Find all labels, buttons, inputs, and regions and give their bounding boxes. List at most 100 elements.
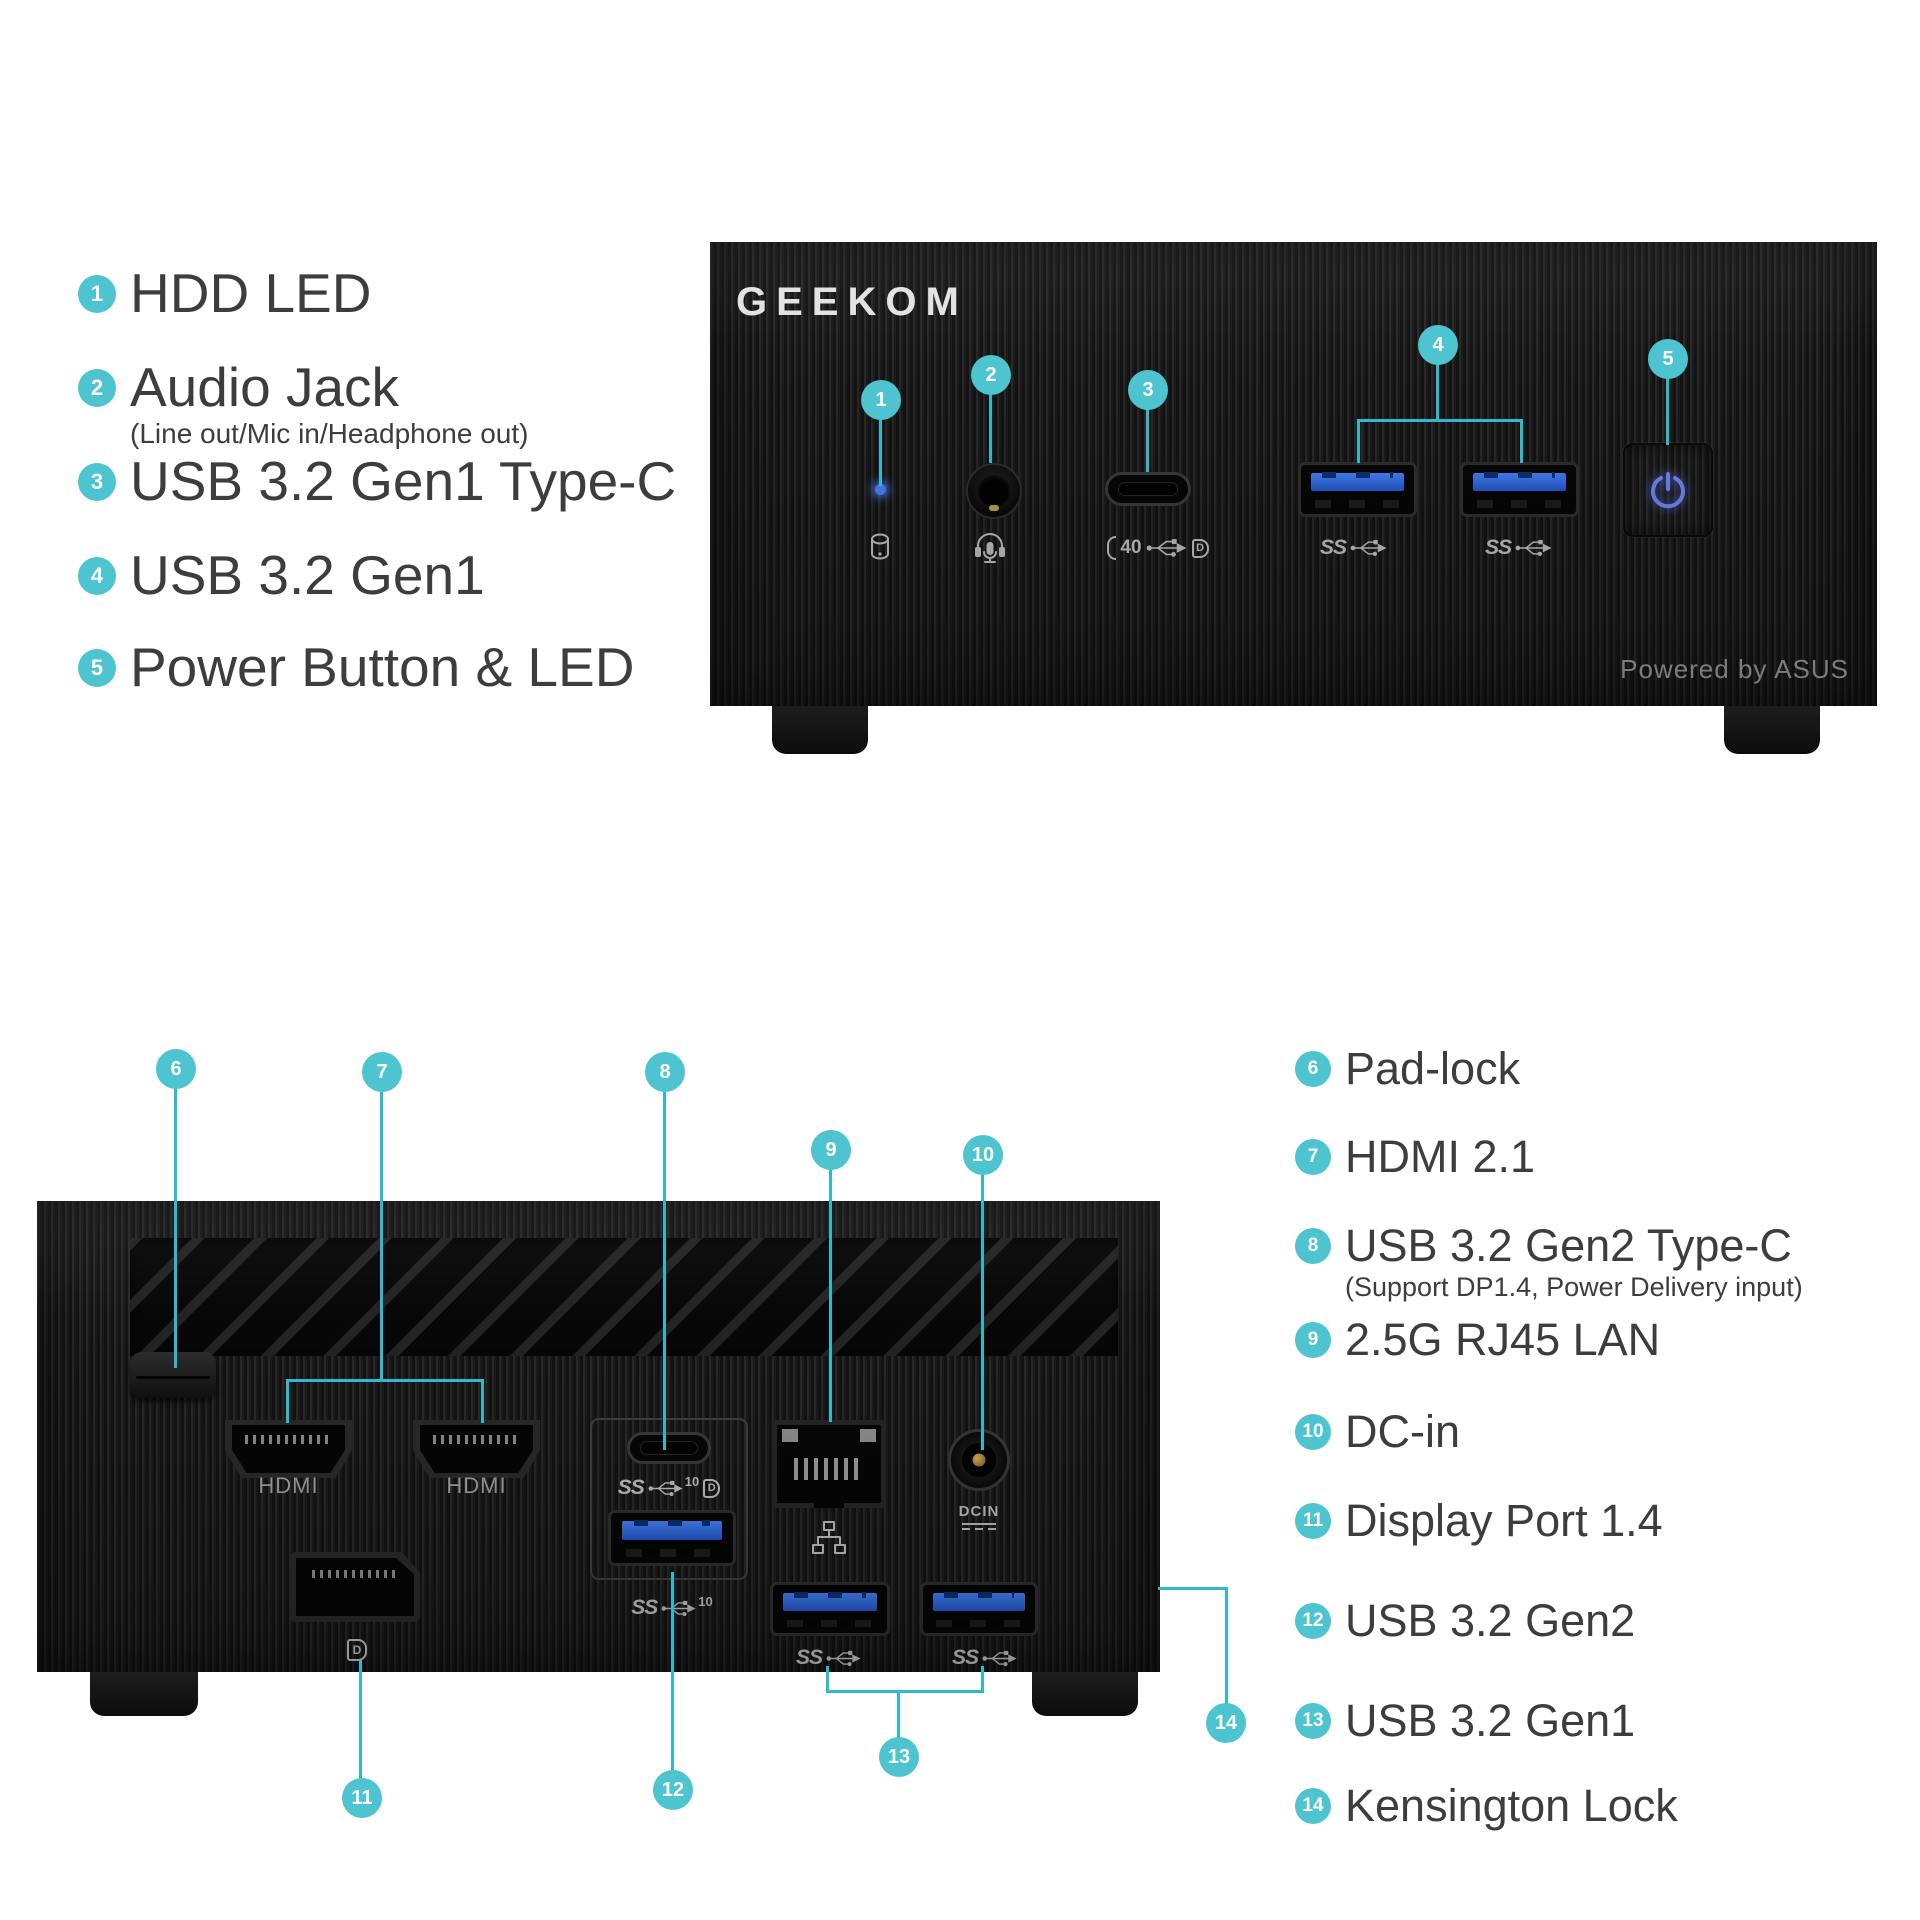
speed-arc xyxy=(1107,536,1117,560)
rj45-tab-right xyxy=(860,1429,876,1442)
callout-6: 6 xyxy=(156,1049,196,1089)
callout-5: 5 xyxy=(1648,339,1688,379)
speed-40-text: 40 xyxy=(1120,537,1142,558)
legend-sub-usb-typec-rear: (Support DP1.4, Power Delivery input) xyxy=(1345,1272,1803,1303)
callout-line-2 xyxy=(989,393,992,463)
callout-line-4-left xyxy=(1357,419,1360,463)
lan-network-icon xyxy=(810,1520,848,1556)
brand-logo: GEEKOM xyxy=(736,280,968,324)
ss-usb-icon-4: SS xyxy=(951,1644,1019,1672)
legend-num-10: 10 xyxy=(1295,1414,1331,1450)
legend-item-hdd-led: 1 HDD LED xyxy=(78,264,371,323)
legend-num-13: 13 xyxy=(1295,1703,1331,1739)
ss-text: SS xyxy=(1319,536,1347,559)
callout-3: 3 xyxy=(1128,370,1168,410)
legend-label-pad-lock: Pad-lock xyxy=(1345,1043,1521,1094)
legend-label-audio-jack: Audio Jack xyxy=(130,356,400,418)
rj45-pins xyxy=(794,1458,864,1480)
callout-line-11 xyxy=(359,1660,362,1780)
callout-7: 7 xyxy=(362,1052,402,1092)
gen2-10-text: 10 xyxy=(698,1593,713,1609)
usb-a-front-port-1 xyxy=(1298,462,1417,517)
legend-item-hdmi: 7 HDMI 2.1 xyxy=(1295,1132,1535,1181)
callout-line-9 xyxy=(829,1168,832,1422)
usb-tongue xyxy=(1311,471,1404,492)
legend-item-power-button: 5 Power Button & LED xyxy=(78,636,635,698)
callout-line-6 xyxy=(174,1087,177,1368)
legend-item-kensington: 14 Kensington Lock xyxy=(1295,1781,1678,1830)
hdmi-label-2: HDMI xyxy=(446,1473,507,1498)
rj45-latch xyxy=(814,1496,844,1508)
usb-pins xyxy=(786,1619,874,1628)
usb-tongue xyxy=(1473,471,1566,492)
ss-usb-icon-2: SS xyxy=(1483,534,1555,562)
legend-label-dc-in: DC-in xyxy=(1345,1406,1461,1457)
legend-item-usb-gen1-front: 4 USB 3.2 Gen1 xyxy=(78,544,485,606)
callout-line-1 xyxy=(879,418,882,486)
callout-1: 1 xyxy=(861,380,901,420)
ss-text: SS xyxy=(617,1476,645,1499)
legend-label-usb-gen1-front: USB 3.2 Gen1 xyxy=(130,544,485,606)
dcin-solid-bar xyxy=(962,1523,996,1525)
dc-in-port xyxy=(948,1429,1010,1491)
callout-8: 8 xyxy=(645,1052,685,1092)
legend-num-1: 1 xyxy=(78,275,116,313)
legend-item-displayport: 11 Display Port 1.4 xyxy=(1295,1496,1663,1545)
dcin-dashed-bar xyxy=(962,1528,996,1530)
legend-label-usb-typec-rear: USB 3.2 Gen2 Type-C xyxy=(1345,1220,1792,1271)
displayport-logo-icon: D xyxy=(340,1635,374,1665)
legend-sub-audio-jack: (Line out/Mic in/Headphone out) xyxy=(130,417,529,449)
callout-line-13-left xyxy=(826,1666,829,1692)
callout-line-14-stem xyxy=(1225,1587,1228,1705)
ss-text: SS xyxy=(1484,536,1512,559)
legend-num-4: 4 xyxy=(78,557,116,595)
callout-14: 14 xyxy=(1206,1703,1246,1743)
legend-item-dc-in: 10 DC-in xyxy=(1295,1406,1461,1457)
ss-text: SS xyxy=(795,1646,823,1669)
legend-num-9: 9 xyxy=(1295,1322,1331,1358)
legend-item-lan: 9 2.5G RJ45 LAN xyxy=(1295,1315,1660,1364)
audio-jack-port xyxy=(966,463,1022,519)
hdmi-port-2 xyxy=(413,1420,540,1478)
displayport-port xyxy=(290,1552,420,1622)
mini-pc-rear-view: HDMI HDMI D SS 10 D SS 10 xyxy=(37,1201,1160,1672)
legend-label-usb-typec-front: USB 3.2 Gen1 Type-C xyxy=(130,450,677,512)
rear-foot-left xyxy=(90,1672,198,1716)
legend-num-12: 12 xyxy=(1295,1603,1331,1639)
ss-text: SS xyxy=(631,1596,658,1619)
mini-pc-front-view: GEEKOM Powered by ASUS 40 xyxy=(710,242,1877,706)
callout-line-7-right xyxy=(481,1379,484,1423)
usb-pins xyxy=(625,1549,719,1557)
callout-line-13-stem xyxy=(897,1690,900,1739)
usb-a-front-port-2 xyxy=(1460,462,1579,517)
usb-a-rear-port-gen1-1 xyxy=(770,1582,890,1636)
callout-line-7-left xyxy=(286,1379,289,1423)
legend-label-usb-gen1-rear: USB 3.2 Gen1 xyxy=(1345,1695,1636,1746)
legend-num-2: 2 xyxy=(78,369,116,407)
callout-line-7-stem xyxy=(380,1090,383,1381)
callout-12: 12 xyxy=(653,1770,693,1810)
dcin-text: DCIN xyxy=(958,1503,1000,1520)
usb-c-rear-port xyxy=(627,1432,711,1464)
dp-logo-icon: D xyxy=(1191,538,1209,558)
pad-lock xyxy=(130,1352,216,1398)
callout-line-12 xyxy=(671,1572,674,1772)
callout-13: 13 xyxy=(879,1737,919,1777)
front-foot-left xyxy=(772,706,868,754)
legend-label-power-button: Power Button & LED xyxy=(130,636,635,698)
legend-item-usb-typec-rear: 8 USB 3.2 Gen2 Type-C (Support DP1.4, Po… xyxy=(1295,1220,1803,1303)
rj45-tab-left xyxy=(782,1429,798,1442)
ss-usb-icon-3: SS xyxy=(795,1644,863,1672)
usb-pins xyxy=(936,1619,1022,1628)
callout-line-5 xyxy=(1666,377,1669,445)
usb-c-40-dp-icon: 40 D xyxy=(1102,534,1214,562)
legend-label-usb-gen2: USB 3.2 Gen2 xyxy=(1345,1595,1636,1646)
legend-item-usb-gen1-rear: 13 USB 3.2 Gen1 xyxy=(1295,1695,1636,1746)
usb-tongue xyxy=(783,1591,877,1611)
usb-c-group-outline xyxy=(590,1418,748,1580)
rj45-lan-port xyxy=(772,1420,886,1508)
hdmi-label-1: HDMI xyxy=(258,1473,319,1498)
callout-line-10 xyxy=(981,1173,984,1450)
callout-10: 10 xyxy=(963,1135,1003,1175)
